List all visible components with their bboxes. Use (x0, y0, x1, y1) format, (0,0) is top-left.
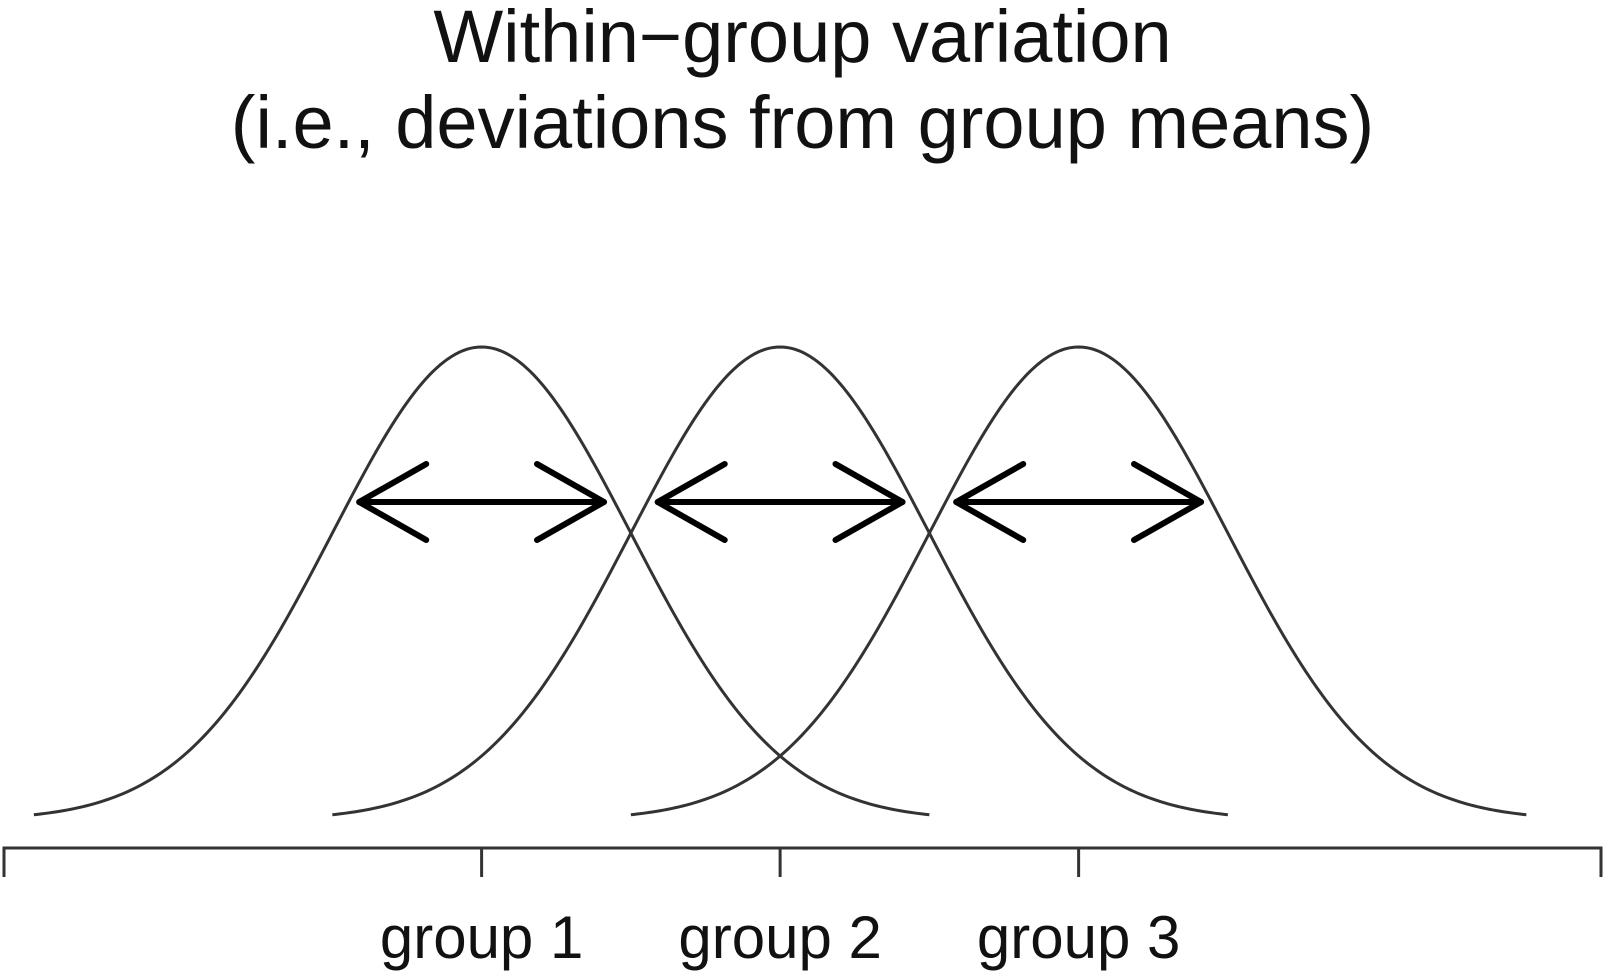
arrow-head-right (832, 461, 906, 543)
tick-label-group-1: group 1 (380, 904, 584, 971)
tick-label-group-2: group 2 (678, 904, 882, 971)
arrow-head-right (533, 461, 607, 543)
title-line-1: Within−group variation (433, 0, 1172, 78)
arrow-head-left (356, 461, 430, 543)
deviation-arrows (356, 461, 1205, 543)
density-curve-group-3 (630, 345, 1527, 817)
density-curves (33, 345, 1527, 817)
x-axis: group 1 group 2 group 3 (2, 846, 1603, 971)
arrow-head-left (953, 461, 1027, 543)
arrow-head-left (654, 461, 728, 543)
arrow-head-right (1131, 461, 1205, 543)
title-line-2: (i.e., deviations from group means) (230, 81, 1375, 164)
deviation-arrow-group-1 (356, 461, 607, 543)
deviation-arrow-group-3 (953, 461, 1205, 543)
density-curve-group-1 (33, 345, 930, 817)
density-curve-group-2 (332, 345, 1229, 817)
tick-label-group-3: group 3 (977, 904, 1181, 971)
axis-line (2, 846, 1603, 877)
deviation-arrow-group-2 (654, 461, 906, 543)
